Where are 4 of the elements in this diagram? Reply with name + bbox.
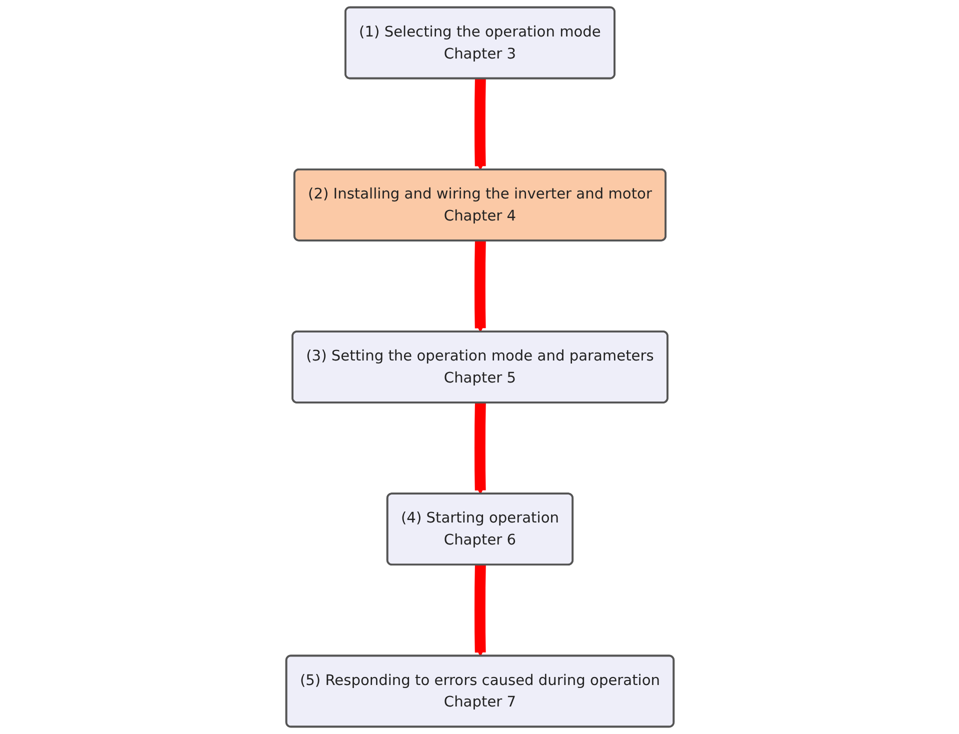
arrow	[474, 401, 486, 494]
arrow	[474, 77, 486, 170]
arrow	[474, 239, 486, 332]
arrow	[474, 563, 486, 656]
